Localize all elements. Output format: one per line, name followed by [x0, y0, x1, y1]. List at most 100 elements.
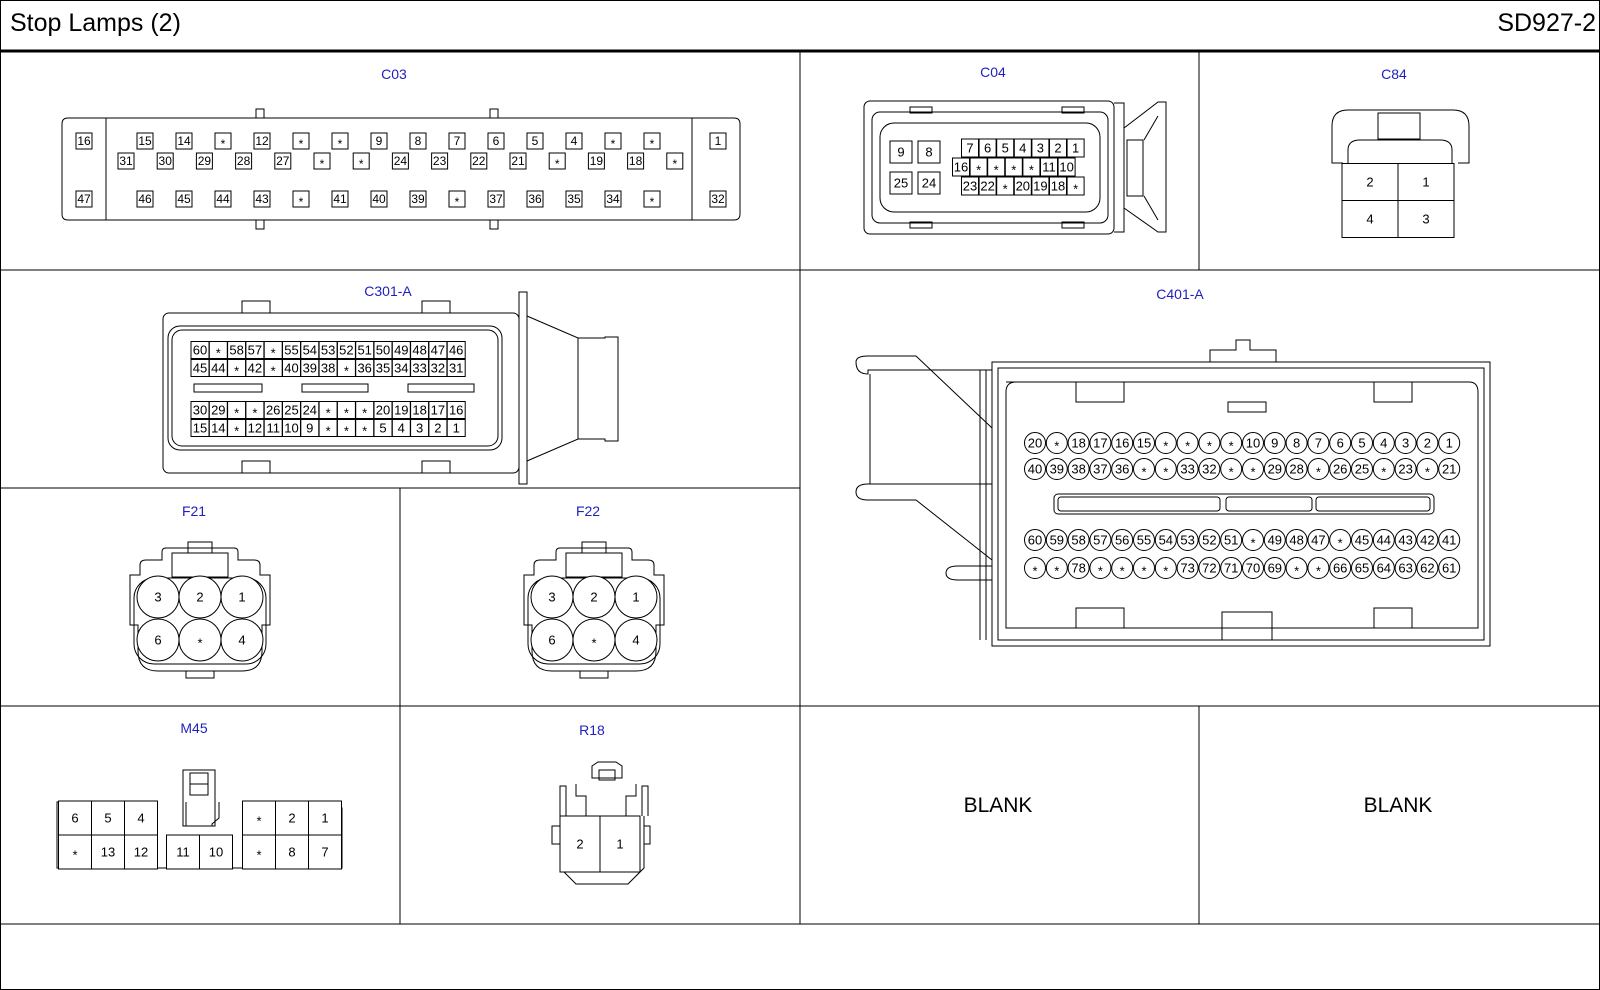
- c03-pin: 40: [372, 192, 386, 206]
- c03-pin: 36: [528, 192, 542, 206]
- c84-label: C84: [1381, 66, 1407, 82]
- c401a-pin-cell: [1372, 557, 1395, 579]
- c04-pin: *: [976, 163, 981, 178]
- c03-pin: 24: [394, 154, 408, 168]
- c04-pin-cell: [889, 171, 913, 195]
- c301a-pin: 54: [303, 343, 317, 358]
- f22-pin-cell: [614, 618, 658, 662]
- c401a-pin-cell: [1176, 432, 1199, 454]
- c401a-pin: 8: [1293, 436, 1300, 451]
- c03-pin: *: [650, 195, 655, 209]
- c04-pin: 19: [1033, 179, 1047, 194]
- c401a-pin-cell: [1198, 458, 1221, 480]
- c401a-pin-cell: [1242, 557, 1264, 579]
- c04-pin: 5: [1002, 141, 1009, 156]
- c401a-pin-cell: [1307, 557, 1330, 579]
- c301a-pin-cell: [446, 341, 466, 359]
- c401a-pin: 20: [1028, 436, 1042, 451]
- c03-pin: 18: [629, 154, 643, 168]
- c03-pin-cell: [526, 132, 544, 150]
- c301a-pin: 51: [357, 343, 371, 358]
- c301a-pin-cell: [446, 359, 466, 377]
- c401a-pin: 41: [1442, 533, 1456, 548]
- c301a-pin: *: [271, 364, 276, 379]
- c04-label: C04: [980, 64, 1006, 80]
- c301a-pin: 2: [434, 421, 441, 436]
- c401a-pin-cell: [1351, 432, 1373, 454]
- c03-pin-cell: [487, 190, 505, 208]
- c401a-pin-cell: [1067, 529, 1090, 551]
- c03-pin: 27: [276, 154, 290, 168]
- c04-pin-cell: [1022, 157, 1041, 177]
- c301a-pin: 29: [211, 403, 225, 418]
- c03-pin: 39: [411, 192, 425, 206]
- c401a-pin: 43: [1398, 533, 1412, 548]
- c401a-pin-cell: [1351, 529, 1373, 551]
- c401a-pin: 57: [1093, 533, 1107, 548]
- c301a-pin: 52: [339, 343, 353, 358]
- c04-pin-cell: [1066, 138, 1085, 158]
- c03-pin: *: [299, 195, 304, 209]
- c401a-pin-cell: [1372, 432, 1395, 454]
- c301a-pin: 4: [398, 421, 405, 436]
- c401a-pin: 33: [1180, 462, 1194, 477]
- c04-pin: 24: [922, 176, 936, 191]
- m45-pin-cell: [166, 834, 200, 870]
- c301a-pin: 14: [211, 421, 225, 436]
- c04-pin: 18: [1051, 179, 1065, 194]
- c03-pin: 43: [255, 192, 269, 206]
- c301a-pin: 35: [376, 361, 390, 376]
- c401a-pin: 61: [1442, 561, 1456, 576]
- c03-pin: 23: [433, 154, 447, 168]
- c401a-pin-cell: [1198, 557, 1221, 579]
- c401a-pin: *: [1054, 439, 1059, 454]
- c401a-pin-cell: [1133, 432, 1155, 454]
- c03-pin-cell: [565, 190, 583, 208]
- c401a-pin: *: [1185, 439, 1190, 454]
- c04-pin-cell: [1040, 157, 1058, 177]
- c84-pin: 1: [1422, 175, 1429, 190]
- c401a-pin-cell: [1089, 458, 1112, 480]
- c401a-pin: 53: [1180, 533, 1194, 548]
- c301a-pin: *: [344, 364, 349, 379]
- f21-pin: 3: [154, 590, 161, 605]
- c301a-pin: *: [252, 406, 257, 421]
- f21-pin: 1: [238, 590, 245, 605]
- c301a-pin: 10: [284, 421, 298, 436]
- c03-pin-cell: [643, 190, 661, 208]
- c401a-pin-cell: [1176, 557, 1199, 579]
- c401a-pin: *: [1141, 564, 1146, 579]
- c301a-pin: *: [326, 424, 331, 439]
- c401a-pin-cell: [1351, 557, 1373, 579]
- c03-pin-cell: [666, 152, 684, 170]
- c03-pin: 32: [711, 192, 725, 206]
- f21-label: F21: [182, 503, 206, 519]
- c301a-pin: 15: [193, 421, 207, 436]
- c04-pin-cell: [889, 140, 913, 164]
- f22-pin: 4: [632, 633, 639, 648]
- f21-pin: 4: [238, 633, 245, 648]
- c03-pin-cell: [214, 190, 232, 208]
- c401a-pin: 49: [1268, 533, 1282, 548]
- c03-pin: *: [320, 157, 325, 171]
- c401a-pin: *: [1032, 564, 1037, 579]
- f22-pin: 3: [548, 590, 555, 605]
- m45-pin-cell: [91, 834, 125, 870]
- c401a-pin: 40: [1028, 462, 1042, 477]
- c401a-pin-cell: [1438, 432, 1461, 454]
- c401a-pin: *: [1250, 465, 1255, 480]
- c03-pin: 14: [177, 134, 191, 148]
- c301a-pin: 46: [449, 343, 463, 358]
- c401a-pin: 72: [1202, 561, 1216, 576]
- c03-pin: 35: [567, 192, 581, 206]
- c401a-pin-cell: [1220, 557, 1243, 579]
- c401a-pin-cell: [1416, 432, 1439, 454]
- c401a-pin: 28: [1289, 462, 1303, 477]
- c401a-pin-cell: [1024, 529, 1046, 551]
- c401a-pin-cell: [1067, 557, 1090, 579]
- r18-pin-cell: [599, 815, 641, 873]
